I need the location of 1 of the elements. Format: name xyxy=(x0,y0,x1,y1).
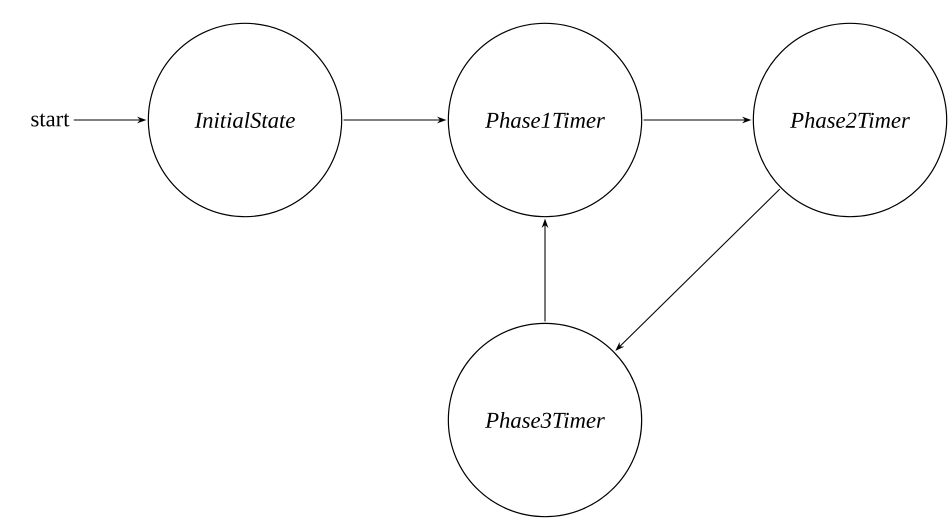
start-label: start xyxy=(31,114,70,126)
